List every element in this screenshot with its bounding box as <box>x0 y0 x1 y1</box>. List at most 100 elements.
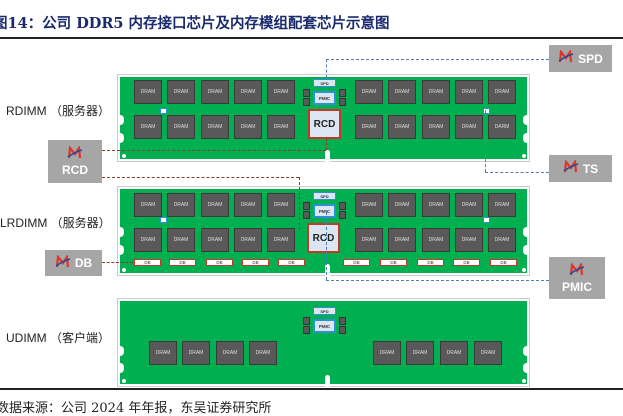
dram-chip: DRAM <box>388 115 416 139</box>
figure-title: 图14：公司 DDR5 内存接口芯片及内存模组配套芯片示意图 <box>0 15 390 32</box>
component <box>303 98 310 106</box>
dram-chip: DRAM <box>373 341 401 365</box>
dram-chip: DRAM <box>406 341 434 365</box>
side-notch <box>523 346 529 356</box>
side-notch <box>523 227 529 237</box>
dram-chip: DRAM <box>234 193 262 217</box>
dram-chip: DRAM <box>167 115 195 139</box>
pmic-connector <box>326 280 549 281</box>
rcd-tag-label: RCD <box>62 163 88 177</box>
db-chip: DB <box>278 259 305 266</box>
component <box>339 202 346 210</box>
side-notch <box>523 115 529 125</box>
component <box>303 317 310 325</box>
rcd-connector <box>102 150 326 151</box>
dram-chip: DRAM <box>201 80 229 104</box>
dram-chip: DRAM <box>388 193 416 217</box>
source-note: 数据来源：公司 2024 年年报，东吴证券研究所 <box>0 401 272 416</box>
montage-logo-icon <box>563 158 579 177</box>
spd-chip: SPD <box>313 307 336 315</box>
temp-sensor <box>483 217 490 223</box>
dram-chip: DRAM <box>267 80 295 104</box>
dram-chip: DRAM <box>201 228 229 252</box>
dram-chip: DRAM <box>355 193 383 217</box>
dram-chip: DRAM <box>249 341 277 365</box>
side-notch <box>118 115 124 125</box>
side-notch <box>118 133 124 143</box>
montage-logo-icon <box>569 261 585 280</box>
temp-sensor <box>483 108 490 114</box>
dram-chip: DRAM <box>267 193 295 217</box>
rcd-tag: RCD <box>48 140 102 183</box>
pmic-chip: PMIC <box>313 319 336 333</box>
key-notch <box>325 264 330 276</box>
side-notch <box>118 227 124 237</box>
dram-chip: DRAM <box>267 115 295 139</box>
montage-logo-icon <box>558 48 574 67</box>
lrdimm-label: LRDIMM （服务器） <box>0 216 111 230</box>
component <box>339 98 346 106</box>
dram-chip: DRAM <box>234 115 262 139</box>
spd-tag-label: SPD <box>578 51 603 66</box>
db-tag: DB <box>45 250 102 276</box>
ts-connector-v <box>485 110 486 172</box>
dram-chip: DRAM <box>182 341 210 365</box>
rcd-lrdimm-connector <box>102 177 299 178</box>
ts-connector <box>485 172 549 173</box>
rcd-chip: RCD <box>308 109 341 139</box>
side-notch <box>523 245 529 255</box>
db-chip: DB <box>206 259 233 266</box>
mount-hole <box>122 268 126 272</box>
dram-chip: DRAM <box>455 115 483 139</box>
dram-chip: DRAM <box>455 193 483 217</box>
dram-chip: DRAM <box>234 80 262 104</box>
rcd-connector-v <box>326 138 327 150</box>
dram-chip: DRAM <box>167 228 195 252</box>
mount-hole <box>122 379 126 383</box>
dram-chip: DRAM <box>134 80 162 104</box>
mount-hole <box>522 379 526 383</box>
dram-chip: DRAM <box>440 341 468 365</box>
dram-chip: DRAM <box>488 228 516 252</box>
rcd-lrdimm-connector-v <box>299 177 300 230</box>
component <box>303 211 310 219</box>
montage-logo-icon <box>67 144 83 163</box>
dram-chip: DRAM <box>201 193 229 217</box>
key-notch <box>325 150 330 162</box>
dram-chip: DRAM <box>267 228 295 252</box>
spd-chip: SPD <box>313 79 336 87</box>
component <box>339 211 346 219</box>
pmic-chip: PMIC <box>313 204 336 218</box>
component <box>339 89 346 97</box>
dram-chip: DRAM <box>388 228 416 252</box>
component <box>303 202 310 210</box>
dram-chip: DRAM <box>201 115 229 139</box>
mount-hole <box>522 268 526 272</box>
db-chip: DB <box>134 259 161 266</box>
udimm-label: UDIMM （客户端） <box>6 331 110 345</box>
dram-chip: DRAM <box>167 193 195 217</box>
mount-hole <box>522 154 526 158</box>
dram-chip: DRAM <box>422 115 450 139</box>
dram-chip: DRAM <box>422 228 450 252</box>
dram-chip: DRAM <box>422 80 450 104</box>
pmic-tag-label: PMIC <box>562 279 592 294</box>
dram-chip: DRAM <box>134 115 162 139</box>
dram-chip: DRAM <box>355 80 383 104</box>
component <box>303 89 310 97</box>
dram-chip: DRAM <box>455 80 483 104</box>
dram-chip: DRAM <box>355 228 383 252</box>
spd-chip: SPD <box>313 192 336 200</box>
dram-chip: DRAM <box>149 341 177 365</box>
dram-chip: DRAM <box>455 228 483 252</box>
dram-chip: DRAM <box>488 80 516 104</box>
component <box>339 317 346 325</box>
temp-sensor <box>160 108 167 114</box>
dram-chip: DARM <box>488 115 516 139</box>
dram-chip: DRAM <box>355 115 383 139</box>
db-chip: DB <box>242 259 269 266</box>
dram-chip: DRAM <box>388 80 416 104</box>
